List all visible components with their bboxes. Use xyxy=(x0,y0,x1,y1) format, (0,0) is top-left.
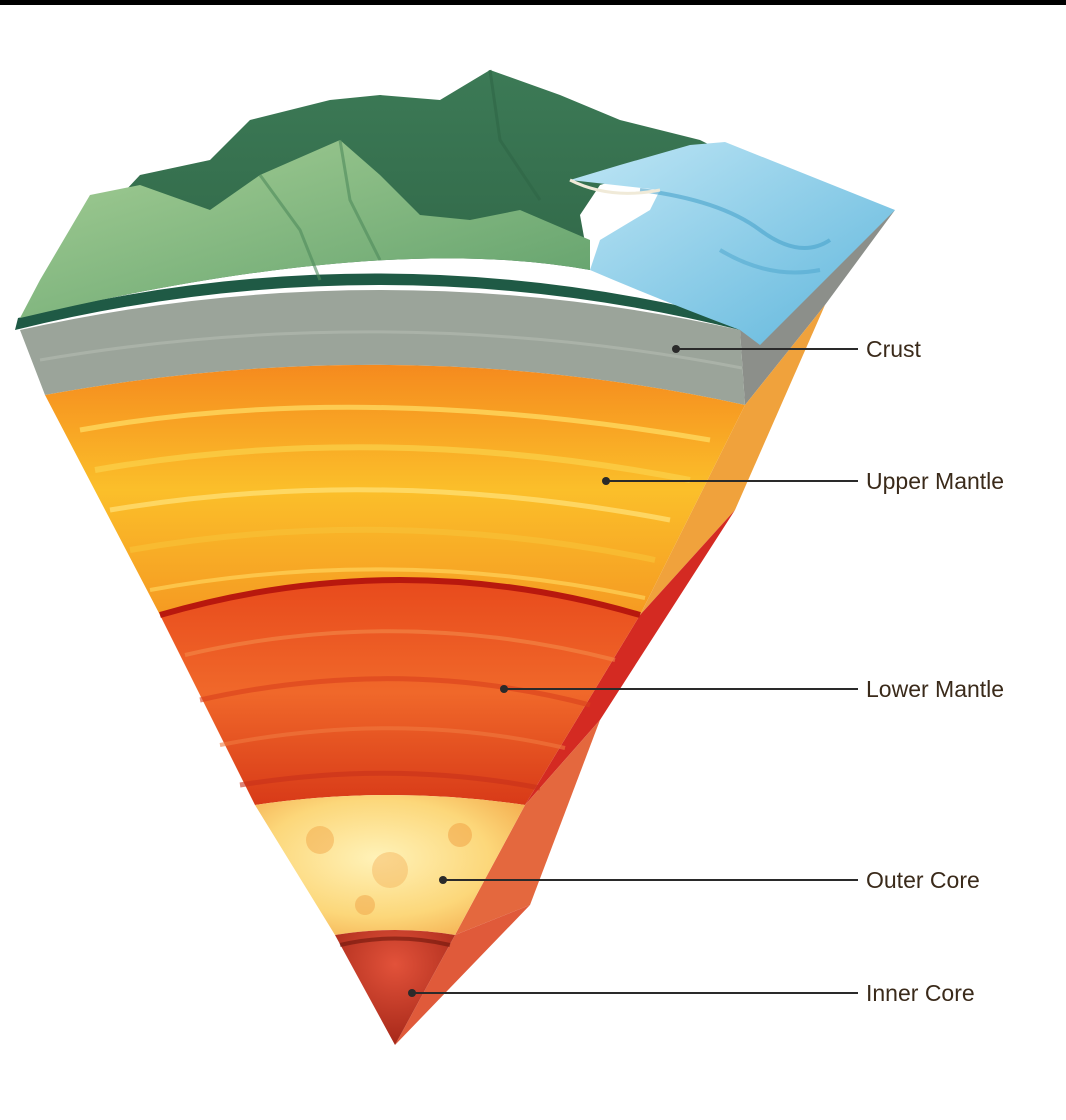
inner-core-leader xyxy=(408,989,858,997)
inner-core-label: Inner Core xyxy=(866,979,975,1007)
outer-core-label: Outer Core xyxy=(866,866,980,894)
lower-mantle-label: Lower Mantle xyxy=(866,675,1004,703)
crust-label: Crust xyxy=(866,335,921,363)
upper-mantle-label: Upper Mantle xyxy=(866,467,1004,495)
